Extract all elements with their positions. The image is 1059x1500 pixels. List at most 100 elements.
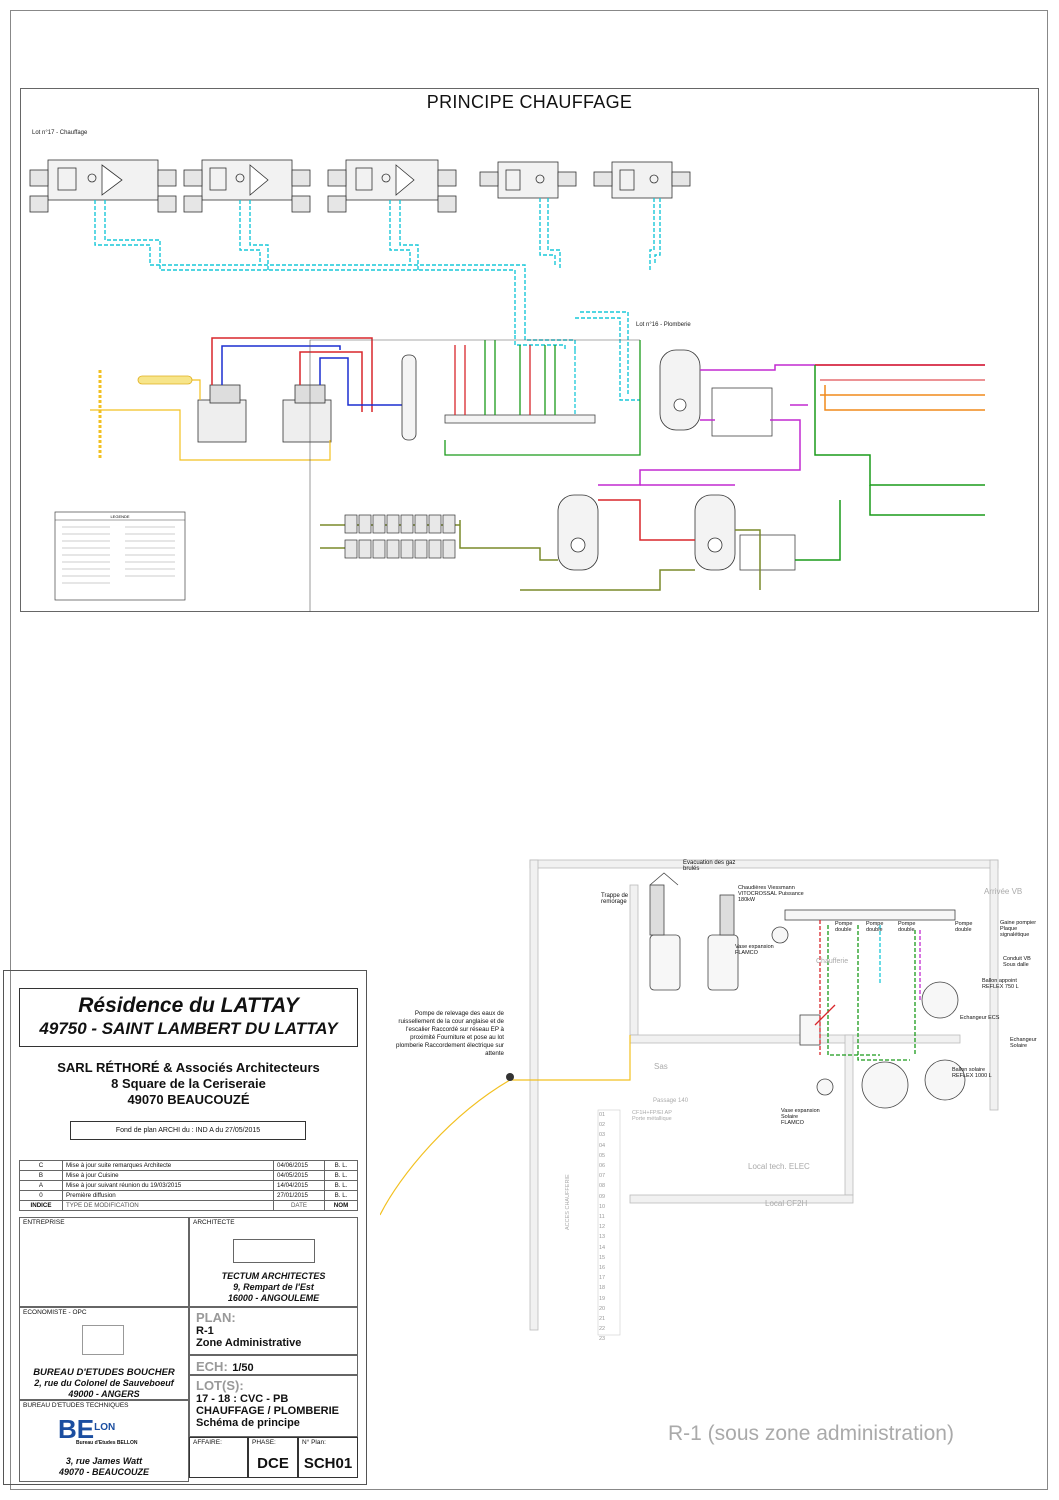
plan-value2: Zone Administrative: [196, 1337, 302, 1349]
architecte-logo: [232, 1239, 315, 1263]
phase-box: PHASE: DCE: [248, 1437, 298, 1478]
ahu-2: [183, 159, 311, 213]
economiste-cell: ECONOMISTE - OPC BUREAU D'ETUDES BOUCHER…: [19, 1307, 189, 1400]
lot16-label: Lot n°16 - Plomberie: [636, 322, 691, 328]
stair-number: 08: [599, 1183, 606, 1190]
stair-number: 03: [599, 1132, 606, 1139]
label-arrivee-vb: Arrivée VB: [984, 887, 1023, 896]
ecs-pipes: [320, 364, 985, 591]
label-pompe-4: Pompe double: [955, 921, 973, 933]
stair-number: 04: [599, 1142, 606, 1149]
mixing-bottle: [401, 354, 417, 441]
label-conduit-vb: Conduit VB Sous dalle: [1003, 956, 1031, 968]
stair-number: 10: [599, 1203, 606, 1210]
bellon-logo: BELON Bureau d'Etudes BELLON: [58, 1414, 138, 1446]
architect-firm: SARL RÉTHORÉ & Associés Architecteurs: [57, 1060, 320, 1075]
label-local-tech: Local tech. ELEC: [748, 1162, 810, 1171]
stair-number: 05: [599, 1152, 606, 1159]
flue: [649, 872, 735, 936]
label-vase1: Vase expansion FLAMCO: [735, 944, 774, 956]
stair-number: 02: [599, 1122, 606, 1129]
sheet-border: [10, 10, 1048, 1490]
label-sas: Sas: [654, 1062, 668, 1071]
ech-cell: ECH: 1/50: [189, 1355, 358, 1375]
stair-number: 18: [599, 1285, 606, 1292]
architect-address: 8 Square de la Ceriseraie: [111, 1076, 266, 1091]
floor-plan: [380, 859, 999, 1336]
label-pompe-3: Pompe double: [898, 921, 916, 933]
project-box: Résidence du LATTAY 49750 - SAINT LAMBER…: [19, 988, 358, 1047]
architecte-addr1: 9, Rempart de l'Est: [233, 1282, 314, 1292]
architecte-cell: ARCHITECTE TECTUM ARCHITECTES 9, Rempart…: [189, 1217, 358, 1307]
project-location: 49750 - SAINT LAMBERT DU LATTAY: [39, 1019, 338, 1038]
label-chaudieres: Chaudières Viessmann VITOCROSSAL Puissan…: [738, 885, 804, 903]
legend-title: LEGENDE: [110, 514, 129, 519]
stair-number: 23: [599, 1336, 606, 1343]
label-porte: CF1H+FP/EI AP Porte métallique: [632, 1110, 672, 1122]
ecs-exchanger-box: [711, 387, 773, 437]
architecte-addr2: 16000 - ANGOULEME: [227, 1293, 320, 1303]
bet-addr1: 3, rue James Watt: [65, 1456, 143, 1466]
label-vase2: Vase expansion Solaire FLAMCO: [781, 1108, 820, 1126]
stair-number: 22: [599, 1326, 606, 1333]
stair-number: 01: [599, 1112, 606, 1118]
fond-de-plan: Fond de plan ARCHI du : IND A du 27/05/2…: [70, 1121, 306, 1140]
label-pompe-relevage: Pompe de relevage des eaux de ruissellem…: [396, 1010, 504, 1057]
stair-number: 11: [599, 1214, 605, 1221]
affaire-box: AFFAIRE:: [189, 1437, 248, 1478]
lots-cell: LOT(S): 17 - 18 : CVC - PB CHAUFFAGE / P…: [189, 1375, 358, 1437]
ahu-5: [593, 161, 691, 199]
stair-number: 09: [599, 1193, 606, 1200]
schema-frame: [20, 88, 1039, 612]
economiste-addr1: 2, rue du Colonel de Sauveboeuf: [34, 1378, 174, 1388]
label-pompe-1: Pompe double: [835, 921, 853, 933]
label-ballon-solaire: Ballon solaire REFLEX 1000 L: [952, 1067, 992, 1079]
boiler-pipes: [90, 337, 410, 461]
stair-number: 12: [599, 1224, 606, 1231]
stair-number: 21: [599, 1316, 606, 1323]
floor-plan-caption: R-1 (sous zone administration): [668, 1422, 954, 1445]
title-block: [3, 970, 367, 1485]
ahu-4: [479, 161, 577, 199]
stair-number: 16: [599, 1265, 606, 1272]
cyan-network: [94, 198, 661, 401]
stair-number: 14: [599, 1244, 606, 1251]
stair-number: 15: [599, 1254, 606, 1261]
plan-number-box: N° Plan: SCH01: [298, 1437, 358, 1478]
stair-number: 17: [599, 1275, 606, 1282]
stair-number: 20: [599, 1305, 606, 1312]
boilers: [197, 384, 332, 443]
heating-schematic: LEGENDE: [29, 159, 985, 612]
storage-tanks: [557, 349, 736, 571]
legend-box: [54, 511, 186, 601]
label-passage: Passage 140: [653, 1098, 689, 1104]
label-trappe: Trappe de remorage: [601, 893, 629, 905]
label-echangeur-ecs: Echangeur ECS: [960, 1015, 1000, 1021]
stair-number: 13: [599, 1234, 606, 1241]
walls: [529, 859, 999, 1331]
boiler-room-pipes: [814, 920, 921, 1061]
plan-value1: R-1: [196, 1325, 214, 1337]
stair-number: 07: [599, 1173, 606, 1180]
schema-title: PRINCIPE CHAUFFAGE: [426, 92, 633, 112]
bet-cell: BUREAU D'ETUDES TECHNIQUES BELON Bureau …: [19, 1400, 189, 1482]
gas-ramp: [137, 375, 193, 385]
stairs: [597, 1109, 621, 1336]
label-acces: ACCES CHAUFFERIE: [565, 1174, 571, 1230]
ahu-1: [29, 159, 177, 213]
architecte-name: TECTUM ARCHITECTES: [221, 1271, 326, 1281]
entreprise-cell: ENTREPRISE: [19, 1217, 189, 1307]
ahu-3: [327, 159, 457, 213]
stair-number: 06: [599, 1163, 606, 1170]
bet-addr2: 49070 - BEAUCOUZE: [58, 1467, 150, 1477]
label-echangeur-solaire: Echangeur Solaire: [1010, 1037, 1037, 1049]
label-pompe-2: Pompe double: [866, 921, 884, 933]
lot17-label: Lot n°17 - Chauffage: [32, 130, 88, 136]
architect-city: 49070 BEAUCOUZÉ: [127, 1092, 250, 1107]
economiste-name: BUREAU D'ETUDES BOUCHER: [33, 1367, 175, 1378]
